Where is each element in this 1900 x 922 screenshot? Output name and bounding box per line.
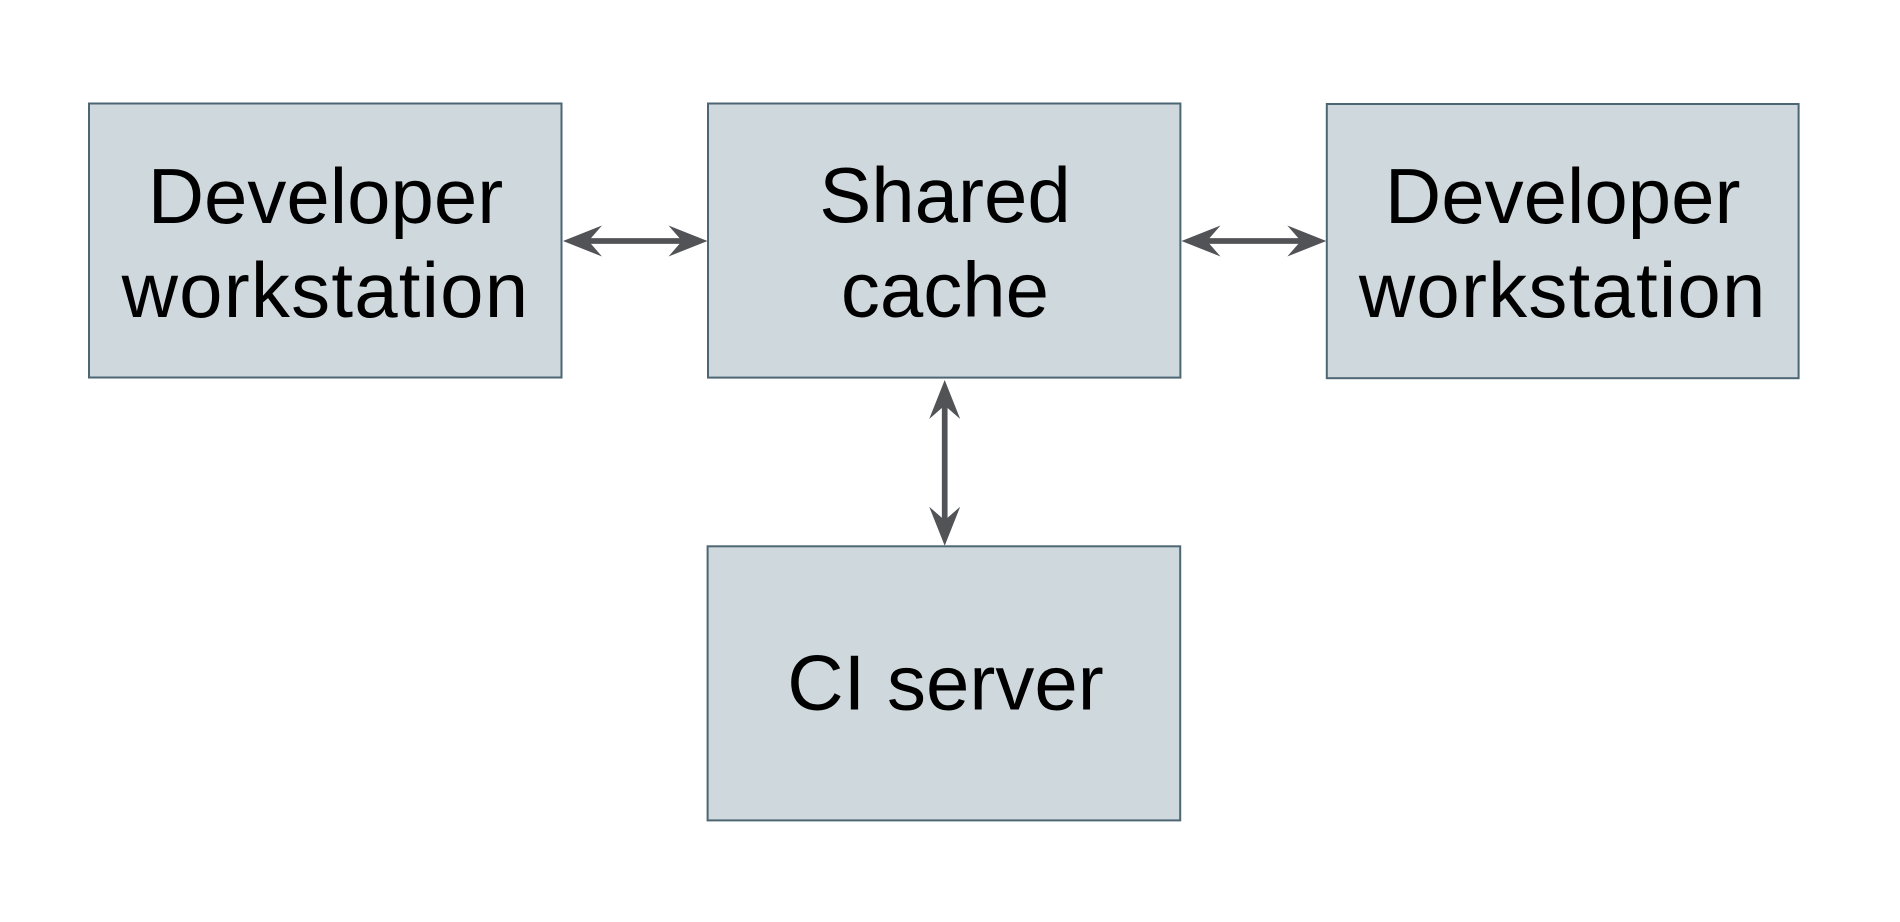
svg-text:workstation: workstation	[1358, 246, 1767, 334]
svg-text:CI server: CI server	[787, 639, 1103, 727]
svg-text:Developer: Developer	[1385, 152, 1741, 240]
svg-text:Shared: Shared	[819, 151, 1071, 239]
svg-text:Developer: Developer	[148, 152, 504, 240]
svg-text:cache: cache	[841, 246, 1049, 334]
svg-text:workstation: workstation	[121, 246, 530, 334]
